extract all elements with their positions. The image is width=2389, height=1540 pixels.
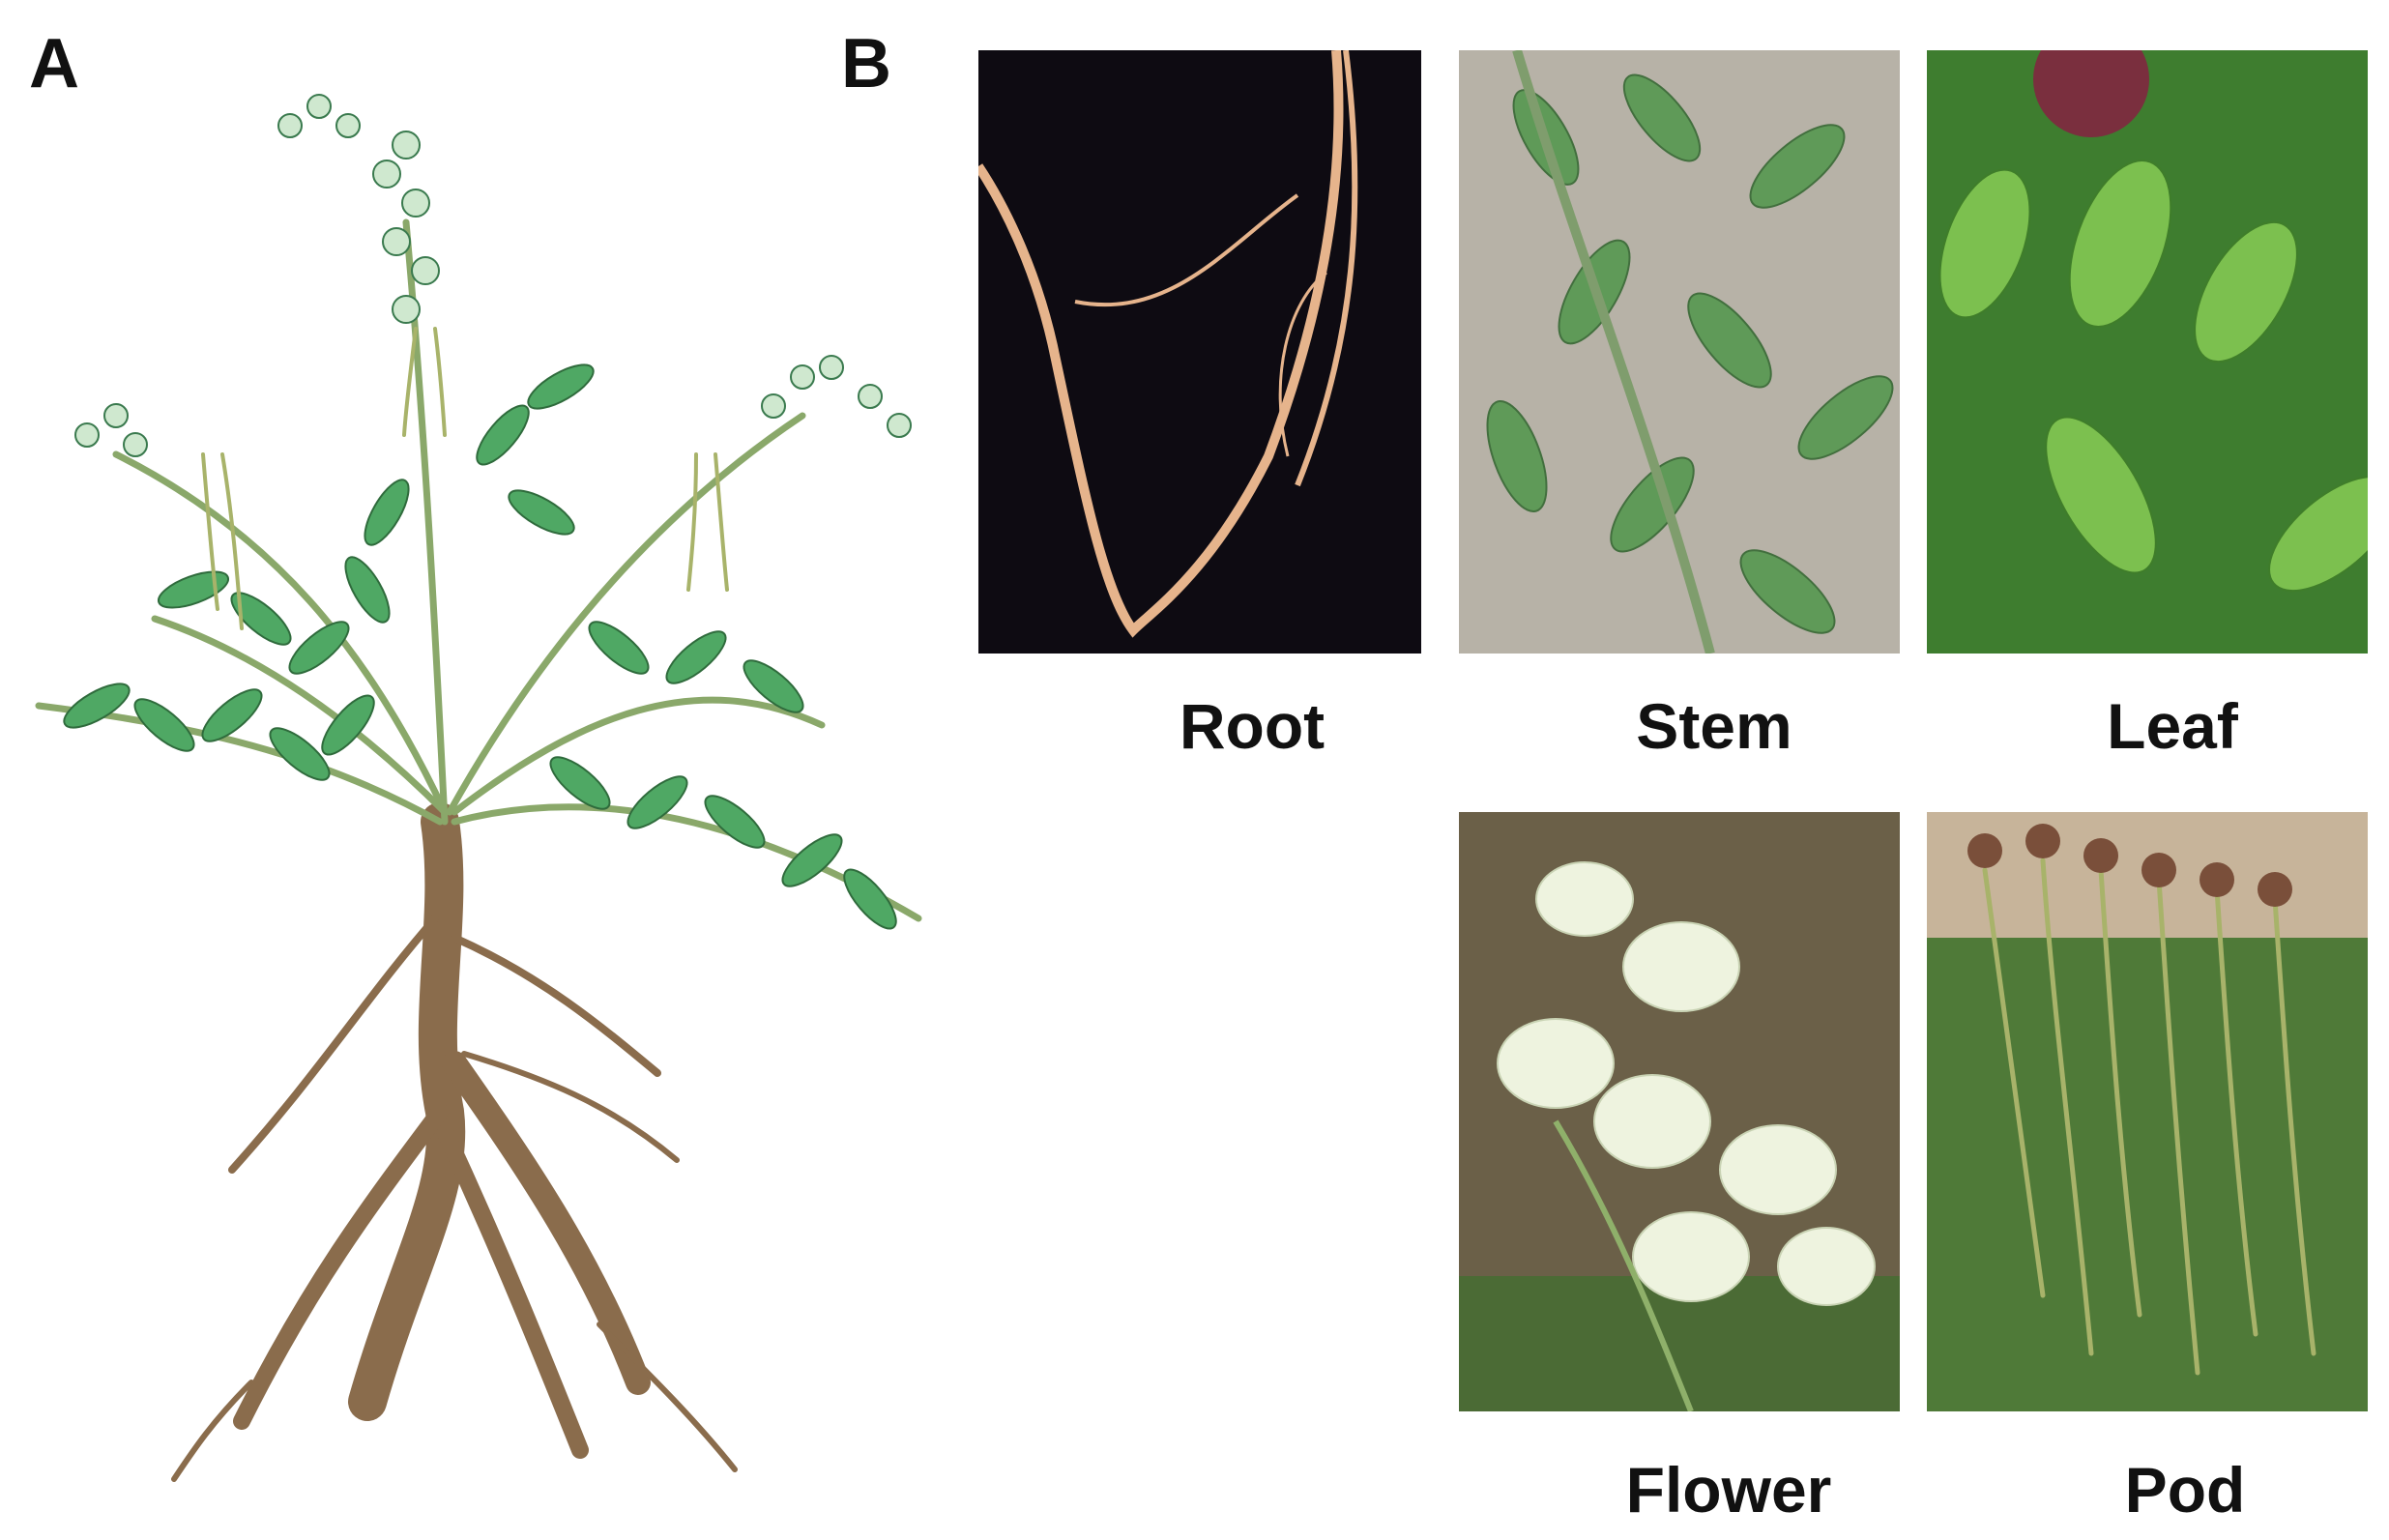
panel-label-a: A bbox=[29, 25, 79, 102]
plant-drawing bbox=[35, 94, 922, 1482]
root-photo bbox=[978, 50, 1421, 654]
stems bbox=[35, 218, 922, 922]
caption-flower: Flower bbox=[1625, 1454, 1832, 1525]
leaflets bbox=[63, 363, 897, 930]
flower-racemes bbox=[74, 94, 912, 457]
taproot-system bbox=[171, 802, 738, 1482]
pod-photo bbox=[1927, 812, 2368, 1411]
leaf-photo bbox=[1927, 50, 2368, 654]
plant-illustration bbox=[0, 48, 957, 1518]
caption-leaf: Leaf bbox=[2107, 690, 2238, 762]
panel-label-b: B bbox=[841, 25, 891, 102]
caption-stem: Stem bbox=[1636, 690, 1792, 762]
stem-photo bbox=[1459, 50, 1900, 654]
caption-root: Root bbox=[1179, 690, 1326, 762]
hanging-pods bbox=[201, 327, 729, 630]
flower-photo bbox=[1459, 812, 1900, 1411]
caption-pod: Pod bbox=[2124, 1454, 2246, 1525]
